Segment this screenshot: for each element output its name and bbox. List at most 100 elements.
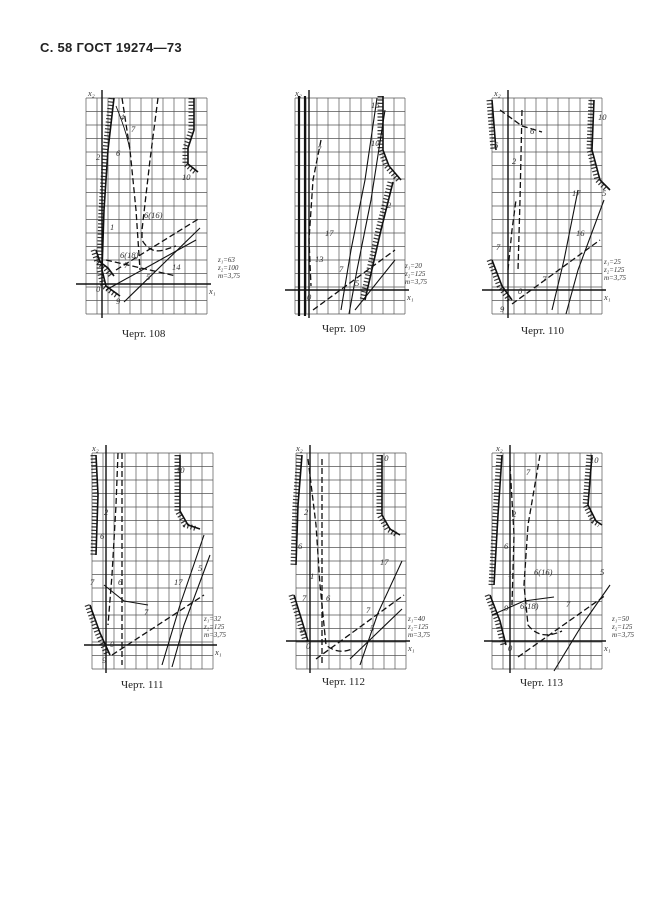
solid-curve xyxy=(551,189,579,311)
curve-label: 9 xyxy=(500,304,505,314)
curve-label: 6 xyxy=(118,577,123,587)
curve-label: 6(16) xyxy=(144,210,163,220)
boundary-curve xyxy=(295,454,303,566)
solid-curve xyxy=(359,560,403,666)
dashed-curve xyxy=(105,259,177,277)
boundary-hatching xyxy=(359,181,393,301)
caption-111: Черт. 111 xyxy=(121,679,164,691)
gear-parameter: z₂=125 xyxy=(203,623,225,631)
curve-label: 4 xyxy=(120,112,125,122)
solid-curve xyxy=(354,259,396,311)
dashed-curve xyxy=(115,217,201,271)
curve-label: 16 xyxy=(576,228,585,238)
curve-label: 5 xyxy=(146,272,150,282)
boundary-curve xyxy=(489,594,507,646)
caption-109: Черт. 109 xyxy=(322,323,366,335)
curve-label: 6(16) xyxy=(534,567,553,577)
gear-parameter: m=3,75 xyxy=(204,631,227,639)
boundary-curve xyxy=(587,454,603,526)
curve-label: 17 xyxy=(572,188,581,198)
curve-label: 6 xyxy=(100,531,105,541)
grid xyxy=(85,97,208,315)
page-number: С. 58 xyxy=(40,40,73,55)
curve-label: 6 xyxy=(116,148,121,158)
boundary-curve xyxy=(293,594,309,642)
curve-label: 7 xyxy=(124,260,129,270)
curve-label: 5 xyxy=(198,563,202,573)
curve-label: 10 xyxy=(380,453,389,463)
curve-label: 0 xyxy=(518,286,523,296)
dashed-curve xyxy=(308,139,322,287)
curve-label: 2 xyxy=(304,507,309,517)
gear-parameter: z₁=20 xyxy=(404,262,422,270)
dashed-curve xyxy=(507,199,517,271)
solid-curve xyxy=(161,534,205,666)
boundary-curve xyxy=(491,99,497,151)
curve-label: 1 xyxy=(508,569,512,579)
grid xyxy=(491,452,603,670)
curve-label: 7 xyxy=(339,264,344,274)
dashed-curve xyxy=(315,594,405,660)
axis-label-x1: x₁ xyxy=(214,647,222,657)
gear-parameter: z₂=125 xyxy=(404,270,426,278)
curve-label: 10 xyxy=(598,112,607,122)
boundary-curve xyxy=(95,454,99,556)
axis-label-x1: x₁ xyxy=(208,286,216,296)
axis-label-x1: x₁ xyxy=(603,643,611,653)
gear-parameter: z₂=125 xyxy=(603,266,625,274)
dashed-curve xyxy=(312,249,396,311)
dashed-curve xyxy=(517,109,523,271)
curve-label: 5 xyxy=(355,278,359,288)
dashed-curve xyxy=(499,109,543,133)
boundary-hatching xyxy=(486,99,496,151)
boundary-curve xyxy=(179,455,201,530)
gear-parameter: m=3,75 xyxy=(405,278,428,286)
gear-parameter: z₂=125 xyxy=(407,623,429,631)
standard-code: ГОСТ 19274—73 xyxy=(76,40,182,55)
gear-parameter: z₁=63 xyxy=(217,256,235,264)
dashed-curve xyxy=(307,458,353,652)
curve-label: 2 xyxy=(512,156,517,166)
boundary-hatching xyxy=(84,604,110,657)
curve-label: 6(18) xyxy=(520,601,539,611)
gear-parameter: m=3,75 xyxy=(612,631,635,639)
dashed-curve xyxy=(509,464,515,606)
curve-label: 9 xyxy=(102,655,107,665)
curve-label: 14 xyxy=(172,262,181,272)
curve-label: 0 xyxy=(508,643,513,653)
curve-label: 6 xyxy=(504,541,509,551)
boundary-hatching xyxy=(174,455,198,532)
axis-label-x2: x₂ xyxy=(91,443,99,453)
gear-parameter: z₁=25 xyxy=(603,258,621,266)
solid-curve xyxy=(340,97,378,311)
boundary-curve xyxy=(95,249,115,277)
boundary-curve xyxy=(493,454,503,586)
curve-label: 7 xyxy=(144,607,149,617)
boundary-hatching xyxy=(484,594,506,646)
axis-label-x2: x₂ xyxy=(493,88,501,98)
boundary-curve xyxy=(89,604,111,656)
curve-label: 9 xyxy=(116,296,121,306)
curve-label: 0 xyxy=(306,641,311,651)
caption-113: Черт. 113 xyxy=(520,677,563,689)
dashed-curve xyxy=(141,97,177,252)
dashed-curve xyxy=(121,97,141,271)
curve-label: 7 xyxy=(566,599,571,609)
boundary-curve xyxy=(591,99,611,191)
curve-label: 7 xyxy=(317,144,322,154)
axis-label-x2: x₂ xyxy=(295,443,303,453)
dashed-curve xyxy=(523,454,563,636)
boundary-hatching xyxy=(182,98,197,174)
boundary-hatching xyxy=(288,594,308,642)
grid xyxy=(491,97,603,315)
curve-label: 5 xyxy=(600,567,604,577)
solid-curve xyxy=(123,227,201,303)
curve-label: 6 xyxy=(494,140,499,150)
curve-label: 7 xyxy=(131,124,136,134)
solid-curve xyxy=(171,554,211,668)
